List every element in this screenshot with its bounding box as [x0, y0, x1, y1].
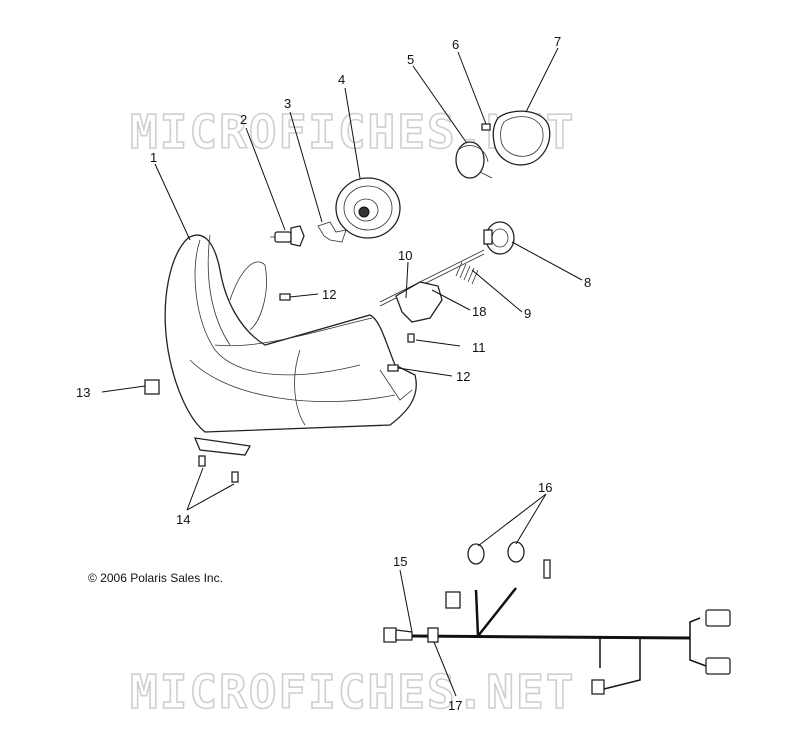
callout-12-lower: 12 — [456, 369, 470, 384]
connector-17 — [427, 627, 439, 643]
bulb — [270, 225, 305, 247]
copyright-text: © 2006 Polaris Sales Inc. — [88, 571, 223, 585]
callout-11: 11 — [472, 340, 486, 355]
callout-16: 16 — [538, 480, 552, 495]
screw-14-left — [198, 455, 206, 467]
clip-13 — [144, 379, 160, 395]
callout-14: 14 — [176, 512, 190, 527]
bracket — [395, 281, 443, 323]
callout-9: 9 — [524, 306, 531, 321]
screw-14-right — [231, 471, 239, 483]
adjuster-knob — [483, 221, 515, 255]
wiring-harness — [383, 559, 731, 695]
screw-12-lower — [387, 364, 399, 372]
dust-cover — [335, 177, 401, 239]
callout-13: 13 — [76, 385, 90, 400]
screw-11 — [407, 333, 415, 343]
callout-17: 17 — [448, 698, 462, 713]
sockets — [467, 541, 525, 565]
callout-18: 18 — [472, 304, 486, 319]
callout-7: 7 — [554, 34, 561, 49]
callout-15: 15 — [393, 554, 407, 569]
callout-12-upper: 12 — [322, 287, 336, 302]
watermark-bottom: MICROFICHES.NET — [130, 665, 575, 719]
callout-1: 1 — [150, 150, 157, 165]
callout-4: 4 — [338, 72, 345, 87]
screw-12-upper — [279, 293, 291, 301]
retaining-clip — [317, 221, 347, 243]
callout-10: 10 — [398, 248, 412, 263]
callout-8: 8 — [584, 275, 591, 290]
headlight-housing — [164, 234, 417, 456]
lamp — [455, 141, 493, 179]
leader-lines — [101, 47, 583, 697]
callout-2: 2 — [240, 112, 247, 127]
gasket — [492, 110, 551, 166]
callout-5: 5 — [407, 52, 414, 67]
callout-3: 3 — [284, 96, 291, 111]
screw-6 — [481, 123, 491, 131]
callout-6: 6 — [452, 37, 459, 52]
